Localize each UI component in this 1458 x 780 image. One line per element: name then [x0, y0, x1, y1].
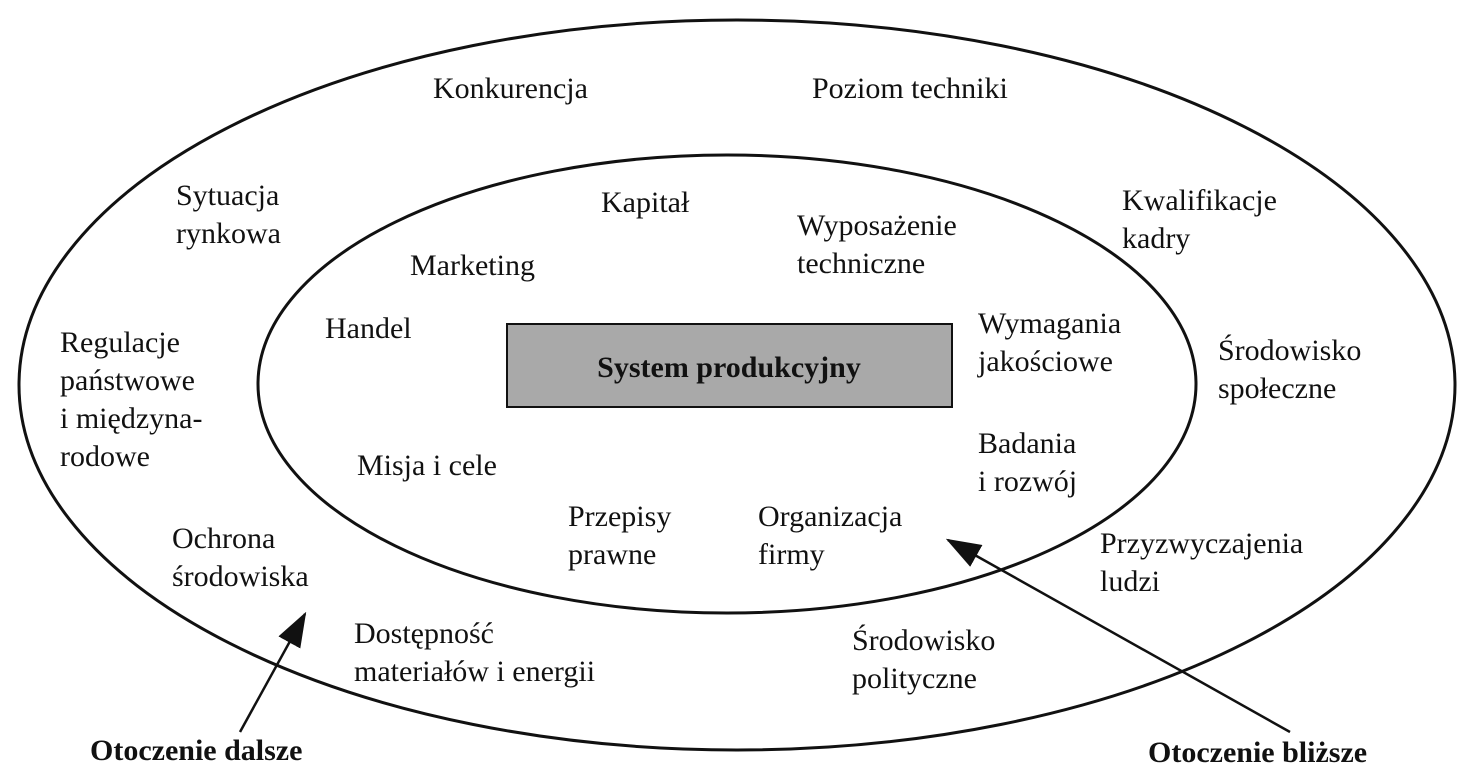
- factor-regulacje: rodowe: [60, 440, 150, 473]
- factor-organizacja: Organizacja: [758, 500, 902, 533]
- factor-przyzwyczajenia: Przyzwyczajenia: [1100, 527, 1303, 560]
- factor-kwalifikacje: kadry: [1122, 222, 1190, 255]
- legend-outer: Otoczenie dalsze: [90, 734, 302, 767]
- factor-srodowisko-polityczne: polityczne: [852, 662, 977, 695]
- inner-environment-ellipse: [256, 153, 1198, 615]
- center-label: System produkcyjny: [597, 351, 861, 384]
- arrow-outer: [238, 611, 307, 733]
- factor-ochrona: Ochrona: [172, 522, 275, 555]
- factor-wyposazenie: Wyposażenie: [797, 209, 957, 242]
- factor-przepisy: Przepisy: [568, 500, 671, 533]
- factor-kwalifikacje: Kwalifikacje: [1122, 184, 1277, 217]
- factor-organizacja: firmy: [758, 538, 825, 571]
- factor-badania: Badania: [978, 427, 1076, 460]
- factor-dostepnosc: Dostępność: [354, 617, 494, 650]
- factor-przyzwyczajenia: ludzi: [1100, 565, 1160, 598]
- factor-wymagania: Wymagania: [978, 307, 1121, 340]
- factor-wymagania: jakościowe: [977, 345, 1113, 378]
- factor-dostepnosc: materiałów i energii: [354, 655, 595, 688]
- factor-misja: Misja i cele: [357, 449, 497, 482]
- legend-inner: Otoczenie bliższe: [1148, 736, 1367, 769]
- factor-handel: Handel: [325, 312, 412, 345]
- factor-sytuacja: rynkowa: [176, 217, 281, 250]
- factor-przepisy: prawne: [568, 538, 656, 571]
- factor-ochrona: środowiska: [172, 560, 309, 593]
- factor-poziom-techniki: Poziom techniki: [812, 72, 1008, 105]
- factor-regulacje: państwowe: [60, 364, 195, 397]
- center-box: [506, 323, 953, 408]
- factor-wyposazenie: techniczne: [797, 247, 925, 280]
- factor-regulacje: Regulacje: [60, 326, 180, 359]
- factor-kapital: Kapitał: [601, 186, 690, 219]
- factor-regulacje: i międzyna-: [60, 402, 202, 435]
- factor-srodowisko-spoleczne: Środowisko: [1218, 334, 1361, 367]
- factor-konkurencja: Konkurencja: [433, 72, 588, 105]
- factor-srodowisko-polityczne: Środowisko: [852, 624, 995, 657]
- factor-marketing: Marketing: [410, 249, 535, 282]
- factor-srodowisko-spoleczne: społeczne: [1218, 372, 1336, 405]
- factor-badania: i rozwój: [978, 465, 1077, 498]
- outer-environment-ellipse: [17, 18, 1457, 752]
- factor-sytuacja: Sytuacja: [176, 179, 279, 212]
- arrow-inner: [945, 538, 1291, 734]
